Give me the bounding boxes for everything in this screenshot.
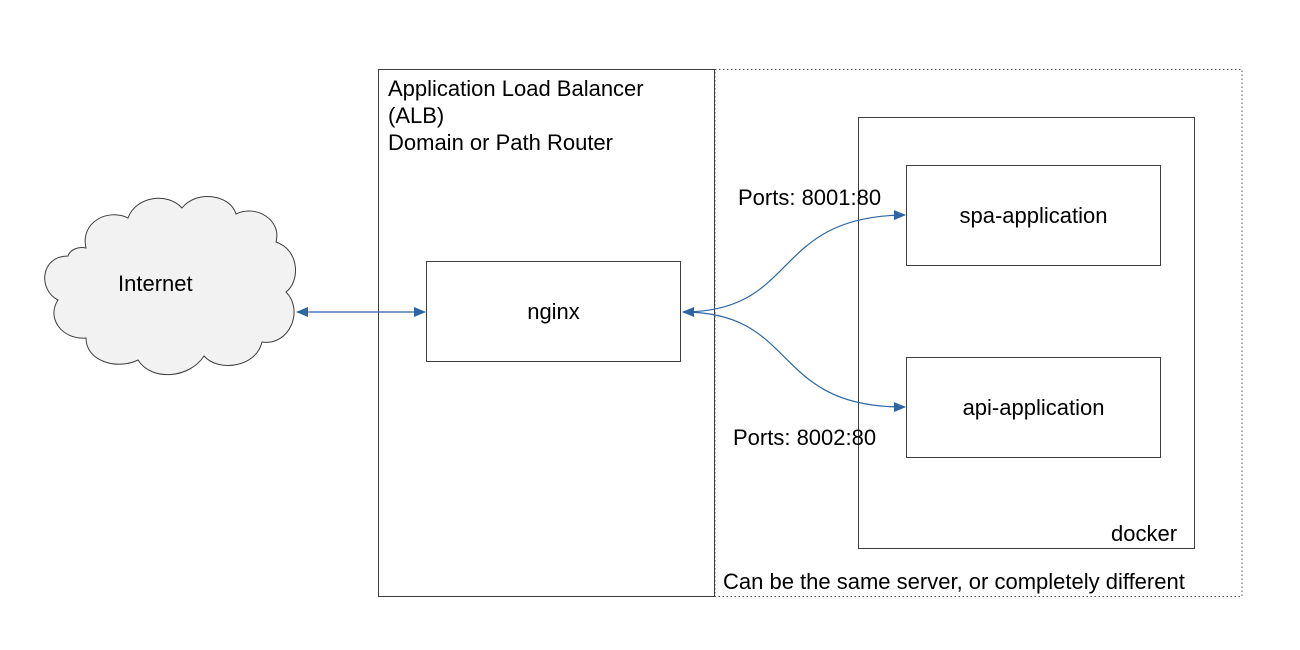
spa-application-label: spa-application: [959, 202, 1108, 228]
api-port-label: Ports: 8002:80: [733, 425, 877, 450]
alb-title: Application Load Balancer (ALB) Domain o…: [388, 75, 644, 156]
server-note: Can be the same server, or completely di…: [723, 569, 1185, 594]
api-application-box: [906, 357, 1161, 458]
api-label-wrap: api-application: [907, 358, 1160, 457]
alb-title-line1: Application Load Balancer: [388, 76, 644, 101]
internet-cloud-shape: [44, 196, 296, 375]
spa-application-box: [906, 165, 1161, 266]
api-application-label: api-application: [962, 394, 1105, 420]
nginx-label: nginx: [527, 298, 580, 324]
docker-label: docker: [1111, 521, 1178, 546]
docker-container: [858, 117, 1195, 549]
nginx-label-wrap: nginx: [427, 262, 680, 361]
internet-label: Internet: [118, 271, 193, 296]
nginx-api-connector: [682, 311, 906, 413]
spa-label-wrap: spa-application: [907, 166, 1160, 265]
alb-title-line2: (ALB): [388, 103, 445, 128]
nginx-box: [426, 261, 681, 362]
server-boundary: [714, 69, 1243, 597]
alb-container: [378, 69, 715, 597]
spa-port-label: Ports: 8001:80: [738, 185, 882, 210]
alb-title-line3: Domain or Path Router: [388, 130, 613, 155]
nginx-spa-connector: [682, 210, 906, 317]
